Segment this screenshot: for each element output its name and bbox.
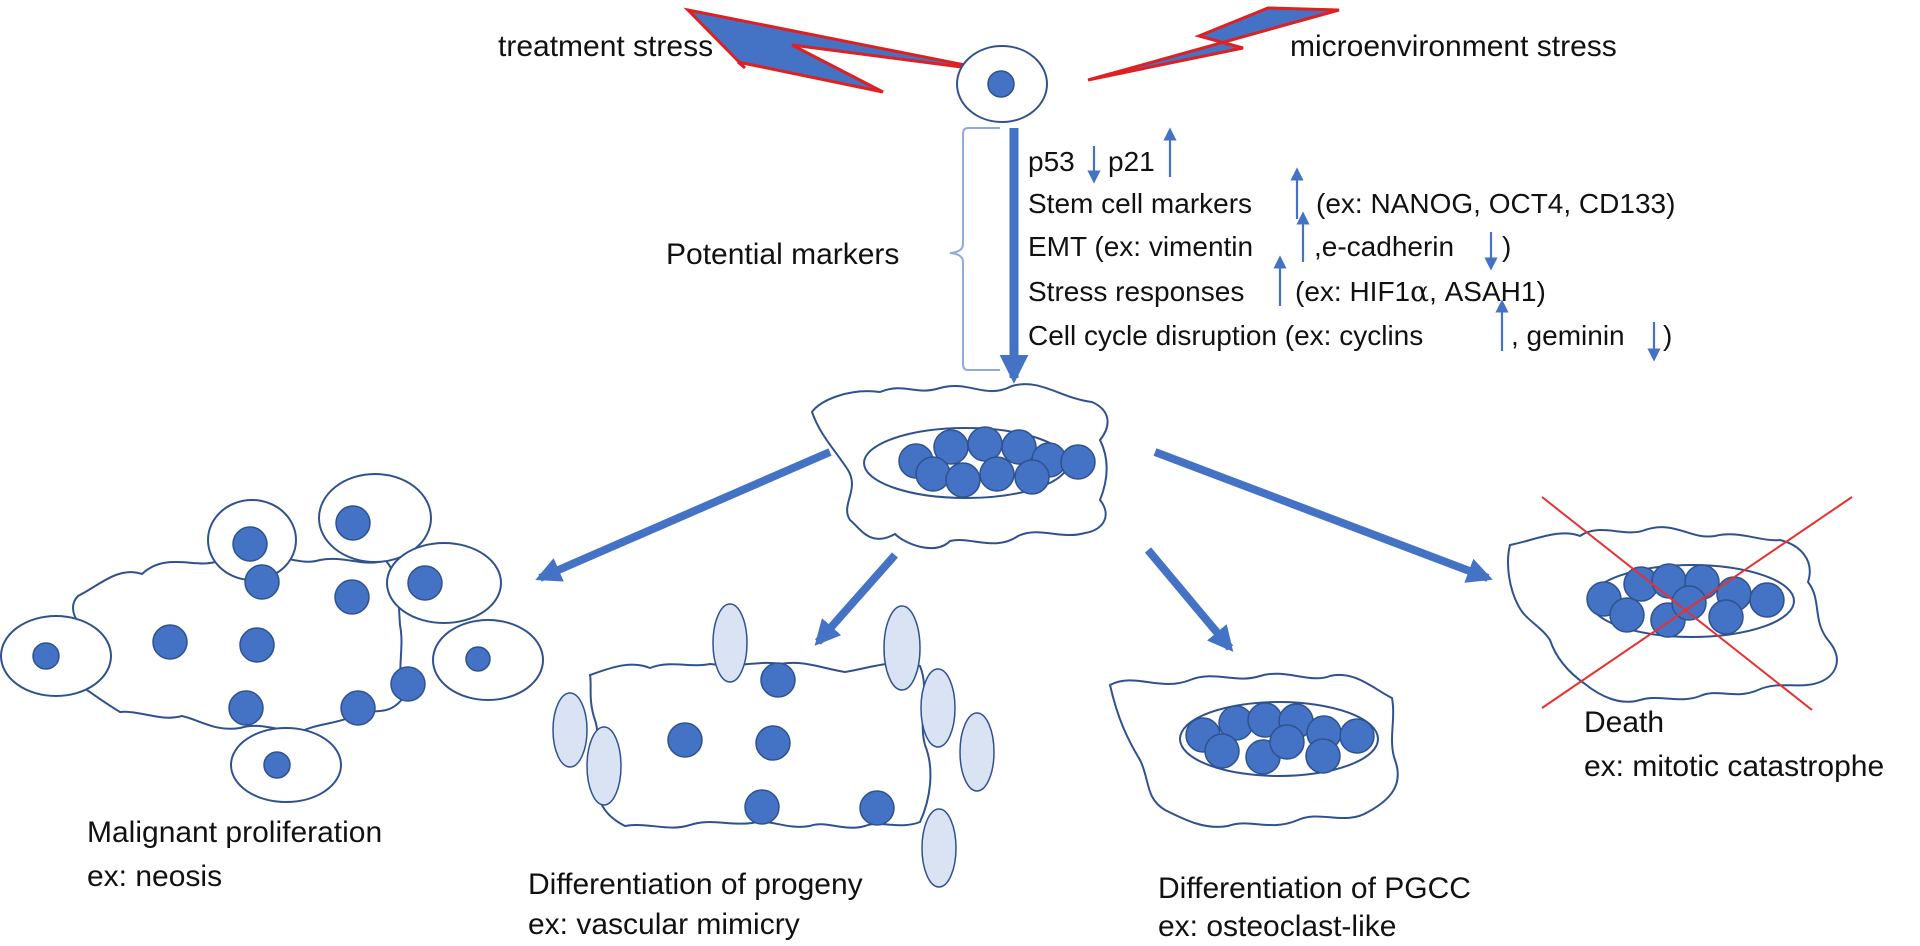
marker-emt-a: EMT (ex: vimentin	[1028, 231, 1253, 262]
progeny-title: Differentiation of progeny	[528, 868, 863, 901]
marker-cycle-a: Cell cycle disruption (ex: cyclins	[1028, 320, 1423, 351]
arrow-to-death	[1153, 448, 1493, 583]
death-title: Death	[1584, 706, 1664, 739]
death-example: ex: mitotic catastrophe	[1584, 750, 1884, 783]
marker-p53: p53	[1028, 146, 1075, 177]
malignant-proliferation-cells	[0, 473, 544, 803]
potential-markers-label: Potential markers	[666, 238, 899, 271]
initial-cell	[956, 45, 1048, 123]
pgcc-title: Differentiation of PGCC	[1158, 872, 1471, 905]
lightning-right-icon	[1087, 6, 1340, 82]
marker-cycle-b: , geminin	[1511, 320, 1625, 351]
progeny-example: ex: vascular mimicry	[528, 908, 800, 941]
marker-cycle-c: )	[1663, 320, 1672, 351]
pgcc-differentiated-cell	[1108, 672, 1399, 828]
marker-emt-c: )	[1502, 231, 1511, 262]
marker-emt-b: ,e-cadherin	[1314, 231, 1454, 262]
treatment-stress-label: treatment stress	[498, 30, 713, 63]
progeny-cells	[552, 603, 995, 888]
dying-cell	[1507, 496, 1853, 711]
microenvironment-stress-label: microenvironment stress	[1290, 30, 1617, 63]
marker-stress-a: Stress responses	[1028, 276, 1244, 307]
marker-stress-b: (ex: HIF1α, ASAH1)	[1295, 275, 1546, 308]
lightning-left-icon	[683, 7, 1001, 94]
central-pgcc-cell	[810, 383, 1109, 550]
death-cross-icon-2	[1541, 496, 1853, 709]
marker-stem-a: Stem cell markers	[1028, 188, 1252, 219]
marker-list: p53 p21 Stem cell markers (ex: NANOG, OC…	[1028, 127, 1675, 362]
arrow-to-progeny	[814, 552, 898, 646]
arrow-to-pgcc	[1144, 547, 1234, 652]
marker-p21: p21	[1108, 146, 1155, 177]
malignant-example: ex: neosis	[87, 860, 222, 893]
markers-bracket	[949, 127, 1000, 371]
death-cross-icon	[1541, 496, 1813, 711]
arrow-to-malignant	[535, 448, 832, 582]
pgcc-example: ex: osteoclast-like	[1158, 910, 1396, 943]
malignant-title: Malignant proliferation	[87, 816, 382, 849]
marker-stem-b: (ex: NANOG, OCT4, CD133)	[1316, 188, 1675, 219]
